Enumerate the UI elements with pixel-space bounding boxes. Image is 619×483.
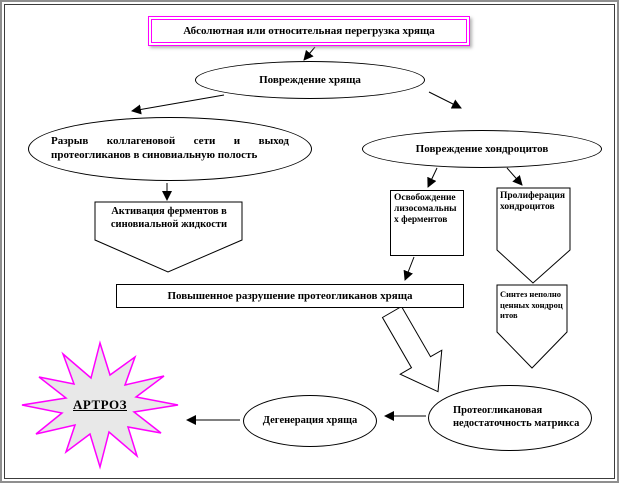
node-chondrocyte-proliferation-label: Пролиферация хондроцитов <box>500 191 566 213</box>
node-enzyme-activation-label: Активация ферментов в синовиальной жидко… <box>110 206 228 230</box>
node-proteoglycan-destruction: Повышенное разрушение протеогликанов хря… <box>116 284 464 308</box>
node-lysosomal-release-label: Освобождение лизосомальных ферментов <box>394 193 457 226</box>
node-matrix-proteoglycan-deficiency: Протеогликановая недостаточность матрикс… <box>428 385 592 451</box>
node-chondrocyte-damage-label: Повреждение хондроцитов <box>415 143 549 155</box>
node-chondrocyte-damage: Повреждение хондроцитов <box>362 130 602 168</box>
node-proteoglycan-destruction-label: Повышенное разрушение протеогликанов хря… <box>167 290 413 302</box>
connector-banner-to-damage <box>303 46 316 61</box>
connector-chondrocyte-to-lysosomal <box>427 167 438 188</box>
connector-lysosomal-to-destruction <box>403 256 415 281</box>
node-cartilage-damage: Повреждение хряща <box>195 61 425 99</box>
enzyme-activation-shape <box>94 201 243 273</box>
title-banner-inner: Абсолютная или относительная перегрузка … <box>151 19 467 43</box>
title-banner: Абсолютная или относительная перегрузка … <box>148 16 470 46</box>
block-arrow-down-right <box>381 305 443 393</box>
node-cartilage-degeneration-label: Дегенерация хряща <box>262 414 358 426</box>
connector-damage-to-collagen <box>131 94 225 115</box>
node-cartilage-damage-label: Повреждение хряща <box>259 74 361 86</box>
arthrosis-starburst <box>21 340 179 470</box>
connector-chondrocyte-to-proliferation <box>506 167 523 186</box>
node-cartilage-degeneration: Дегенерация хряща <box>243 395 377 447</box>
node-arthrosis-label: АРТРОЗ <box>73 397 127 412</box>
node-collagen-rupture-label: Разрыв коллагеновой сети и выход протеог… <box>51 135 289 161</box>
node-defective-synthesis-label: Синтез неполноценных хондроцитов <box>500 289 563 321</box>
node-lysosomal-release: Освобождение лизосомальных ферментов <box>390 190 464 256</box>
defective-synthesis-shape <box>496 284 568 369</box>
connector-damage-to-chondrocyte <box>428 91 462 109</box>
node-collagen-rupture: Разрыв коллагеновой сети и выход протеог… <box>28 117 312 181</box>
chondrocyte-proliferation-shape <box>496 187 571 284</box>
title-banner-label: Абсолютная или относительная перегрузка … <box>183 25 435 37</box>
node-matrix-proteoglycan-deficiency-label: Протеогликановая недостаточность матрикс… <box>453 405 580 429</box>
